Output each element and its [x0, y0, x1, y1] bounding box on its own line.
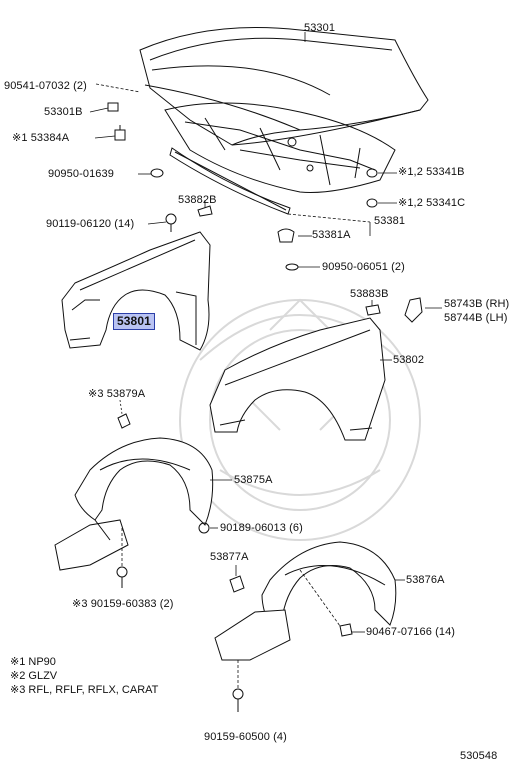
label-screw-2: ※3 90159-60383 (2)	[72, 598, 174, 610]
fender-53801	[61, 231, 211, 351]
note-1: ※1 NP90	[10, 656, 56, 669]
label-hood-clip: 90541-07032 (2)	[4, 80, 87, 92]
bracket-53384a	[114, 125, 126, 141]
label-seal-clip: 53381A	[312, 229, 351, 241]
liner-53875a	[54, 437, 214, 571]
hood-panel	[139, 27, 429, 146]
label-liner-left: 53875A	[234, 474, 273, 486]
label-fender-right: 53802	[393, 354, 425, 366]
label-hood-grommet: 90950-01639	[48, 168, 114, 180]
label-hood: 53301	[304, 22, 336, 34]
label-plug: 90950-06051 (2)	[322, 261, 405, 273]
leader-lines	[89, 32, 442, 688]
liner-clip-53879a	[117, 413, 131, 429]
screw-90159-60383	[116, 566, 128, 588]
label-nut-14: 90467-07166 (14)	[366, 626, 456, 638]
clip-53381a	[277, 228, 295, 243]
watermark-emblem	[179, 298, 421, 541]
label-liner-clip: ※3 53879A	[88, 388, 146, 400]
bracket-58743b	[404, 297, 423, 323]
hood-inner-frame	[164, 102, 396, 193]
bolt-90119-06120	[165, 213, 177, 232]
screw-90189-06013	[198, 522, 210, 534]
clip-53882b	[197, 205, 213, 217]
label-fender-left[interactable]: 53801	[113, 313, 155, 330]
cushion-53301b	[107, 102, 119, 112]
label-protector-clip: 53882B	[178, 194, 217, 206]
screw-90159-60500	[232, 688, 244, 712]
note-1-text: NP90	[28, 656, 56, 668]
label-screw-4: 90159-60500 (4)	[204, 731, 287, 743]
note-3: ※3 RFL, RFLF, RFLX, CARAT	[10, 684, 158, 697]
fender-53802	[209, 317, 386, 441]
label-liner-clip-b: 53877A	[210, 551, 249, 563]
label-hood-bracket: ※1 53384A	[12, 132, 70, 144]
liner-53876a	[214, 541, 397, 661]
label-hood-cushion: 53301B	[44, 106, 83, 118]
bracket-53883b	[365, 304, 381, 316]
seal-53341c	[366, 198, 378, 208]
note-3-text: RFL, RFLF, RFLX, CARAT	[28, 684, 159, 696]
plug-90950-06051	[285, 263, 299, 271]
label-seal-a: ※1,2 53341B	[398, 166, 465, 178]
seal-53341b	[366, 168, 378, 178]
label-liner-right: 53876A	[406, 574, 445, 586]
grommet-90950-01639	[150, 168, 164, 178]
note-2-mark: ※2	[10, 670, 26, 682]
label-fender-bracket-rh: 58743B (RH)	[444, 298, 510, 310]
label-bracket-b: 53883B	[350, 288, 389, 300]
label-seal-c: ※1,2 53341C	[398, 197, 466, 209]
nut-90467-07166	[339, 623, 353, 637]
diagram-number: 530548	[460, 750, 498, 762]
note-1-mark: ※1	[10, 656, 26, 668]
label-seal-main: 53381	[374, 215, 406, 227]
liner-clip-53877a	[229, 575, 245, 593]
note-2-text: GLZV	[28, 670, 58, 682]
label-fender-bracket-lh: 58744B (LH)	[444, 312, 508, 324]
note-3-mark: ※3	[10, 684, 26, 696]
label-screw-6: 90189-06013 (6)	[220, 522, 303, 534]
note-2: ※2 GLZV	[10, 670, 57, 683]
label-bolt-14: 90119-06120 (14)	[46, 218, 135, 230]
